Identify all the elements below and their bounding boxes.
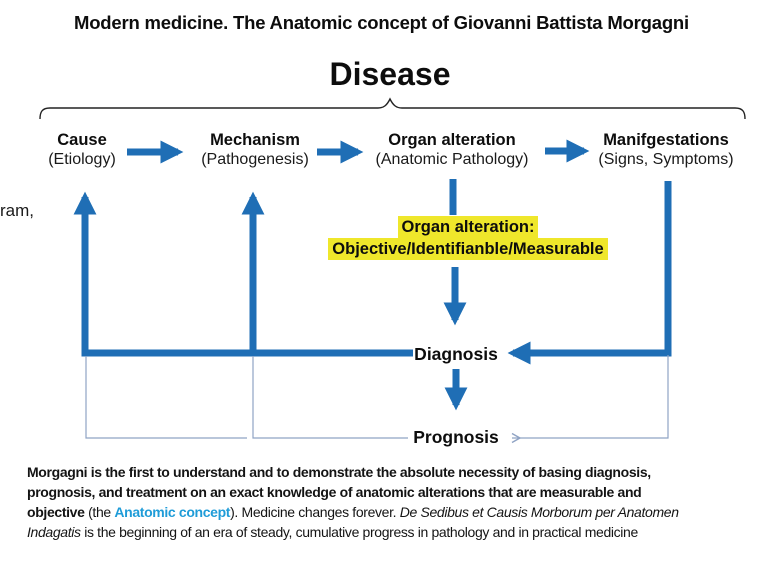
paragraph-segment: Indagatis — [27, 524, 81, 540]
node-organ-alteration-sublabel: (Anatomic Pathology) — [375, 151, 529, 168]
prognosis-label: Prognosis — [413, 427, 499, 447]
paragraph-segment: De Sedibus et Causis Morborum per Anatom… — [399, 504, 679, 520]
paragraph-line-3: objective (the Anatomic concept). Medici… — [27, 502, 760, 522]
diagnosis-label: Diagnosis — [414, 344, 498, 364]
node-manifestations-label: Manifgestations — [603, 131, 729, 149]
node-mechanism-label: Mechanism — [210, 131, 300, 149]
node-manifestations-sublabel: (Signs, Symptoms) — [598, 151, 734, 168]
paragraph-segment: (the — [84, 504, 115, 520]
left-edge-text-fragment: ram, — [0, 201, 34, 220]
highlight-note-line2: Objective/Identifianble/Measurable — [328, 238, 608, 260]
anatomic-concept-highlight-text: Anatomic concept — [114, 504, 231, 520]
disease-heading: Disease — [329, 56, 451, 92]
paragraph-line-2: prognosis, and treatment on an exact kno… — [27, 482, 760, 502]
paragraph-segment: ). Medicine changes forever. — [230, 504, 400, 520]
node-cause: Cause (Etiology) — [0, 130, 197, 169]
thin-line-middle-box — [252, 356, 408, 439]
paragraph-line-1: Morgagni is the first to understand and … — [27, 462, 760, 482]
paragraph-segment: prognosis, and treatment on an exact kno… — [27, 484, 642, 500]
highlight-note: Organ alteration: Objective/Identifianbl… — [288, 216, 648, 260]
node-cause-label: Cause — [57, 131, 107, 149]
node-mechanism-sublabel: (Pathogenesis) — [201, 151, 309, 168]
paragraph-segment: is the beginning of an era of steady, cu… — [80, 524, 638, 540]
paragraph-line-4: Indagatis is the beginning of an era of … — [27, 522, 760, 542]
node-organ-alteration-label: Organ alteration — [388, 131, 516, 149]
paragraph-segment: objective — [27, 504, 85, 520]
node-manifestations: Manifgestations (Signs, Symptoms) — [551, 130, 763, 169]
thin-line-manifestations-to-prognosis — [511, 355, 669, 444]
bottom-paragraph: Morgagni is the first to understand and … — [27, 462, 760, 542]
thin-line-left-box — [85, 356, 247, 439]
slide-title: Modern medicine. The Anatomic concept of… — [74, 12, 689, 33]
node-cause-sublabel: (Etiology) — [48, 151, 116, 168]
node-organ-alteration: Organ alteration (Anatomic Pathology) — [337, 130, 567, 169]
node-mechanism: Mechanism (Pathogenesis) — [140, 130, 370, 169]
arrow-diagnosis-to-cause — [73, 191, 413, 357]
arrow-manifestations-to-diagnosis — [507, 181, 672, 365]
paragraph-segment: Morgagni is the first to understand and … — [27, 464, 651, 480]
disease-brace — [39, 97, 746, 120]
highlight-note-line1: Organ alteration: — [397, 216, 539, 238]
